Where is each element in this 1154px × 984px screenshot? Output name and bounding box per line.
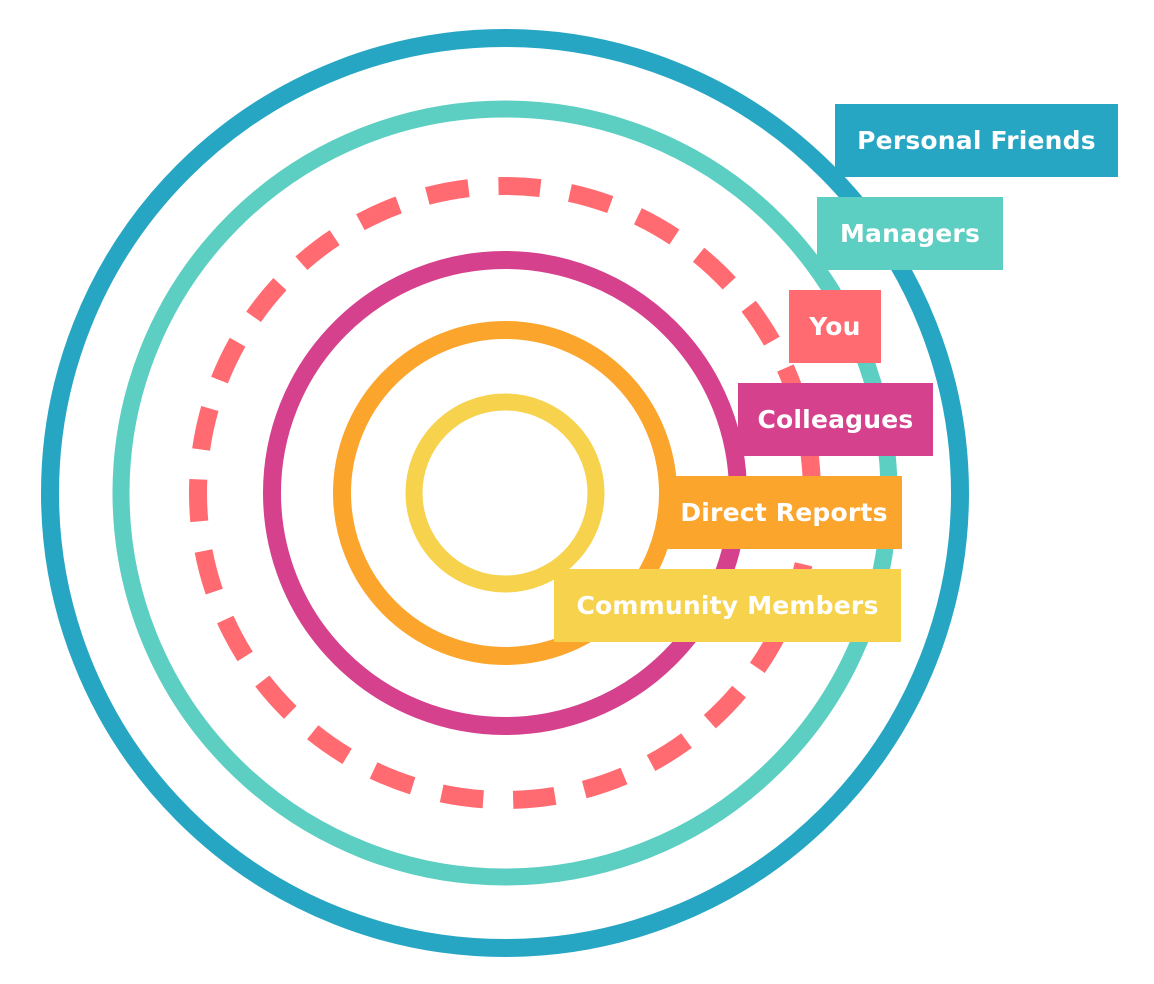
label-personal-friends: Personal Friends [835, 104, 1118, 177]
label-you: You [789, 290, 881, 363]
label-colleagues: Colleagues [738, 383, 933, 456]
label-direct-reports: Direct Reports [666, 476, 902, 549]
ring-personal-friends [41, 29, 969, 957]
label-managers: Managers [817, 197, 1003, 270]
label-community-members: Community Members [554, 569, 901, 642]
ring-community-members [405, 393, 605, 593]
